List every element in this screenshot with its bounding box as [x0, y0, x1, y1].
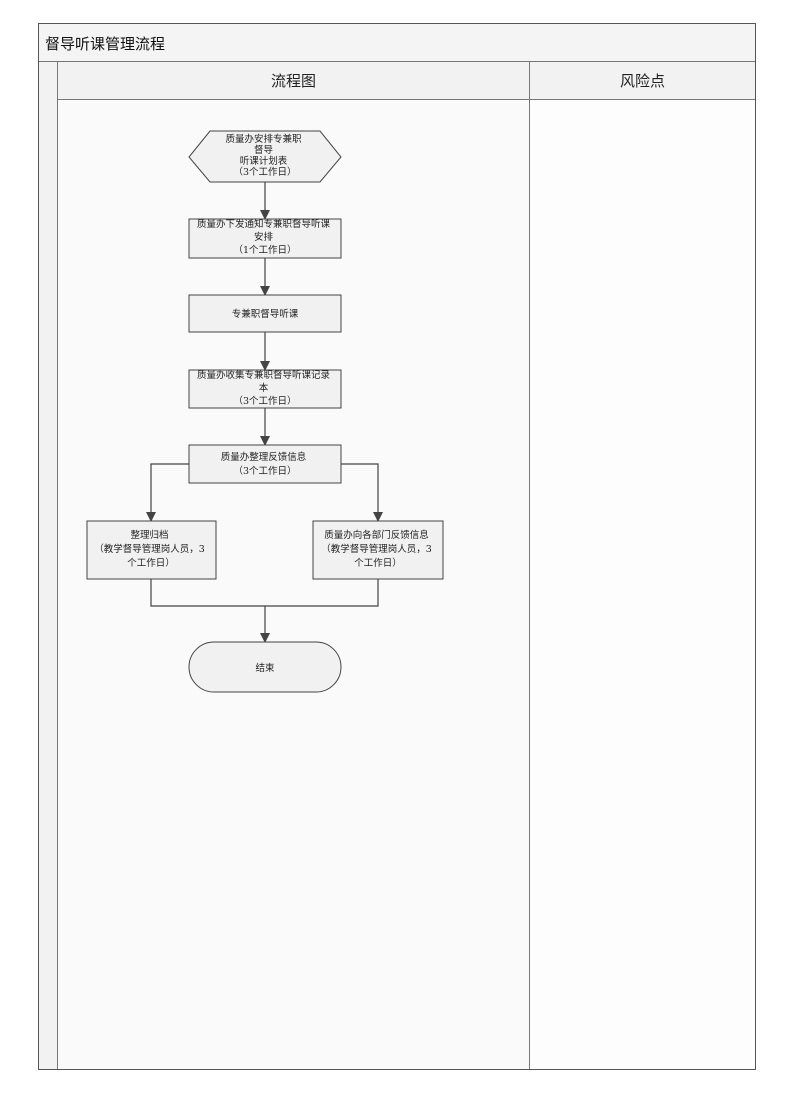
swimlane-frame: 督导听课管理流程 流程图 风险点 — [38, 23, 756, 1070]
node-collect-line-2: 本 — [259, 382, 269, 394]
column-header-flowchart: 流程图 — [58, 62, 530, 100]
node-start-line-2: 督导 — [254, 144, 273, 156]
node-start-line-1: 质量办安排专兼职 — [225, 133, 302, 145]
svg-text:质量办收集专兼职督导听课记录 本 （: 质量办收集专兼职督导听课记录 本 （3个工作日） — [197, 369, 333, 407]
node-organize-line-1: 质量办整理反馈信息 — [221, 451, 307, 463]
connector-archive-merge — [150, 579, 265, 607]
node-archive-line-1: 整理归档 — [130, 529, 168, 541]
svg-text:质量办下发通知专兼职督导听课 安排: 质量办下发通知专兼职督导听课 安排 （1个工作日） — [197, 218, 333, 256]
node-notify-line-2: 安排 — [254, 231, 274, 243]
node-end-line-1: 结束 — [255, 662, 275, 674]
connector-organize-feedback — [341, 463, 383, 522]
node-attend-line-1: 专兼职督导听课 — [232, 308, 299, 320]
node-start: 质量办安排专兼职 督导 听课计划表 （3个工作日） — [188, 130, 342, 183]
node-attend: 专兼职督导听课 — [188, 294, 342, 333]
node-archive-line-2: （教学督导管理岗人员，3 — [94, 543, 205, 555]
title-bar: 督导听课管理流程 — [39, 24, 755, 62]
node-feedback-line-1: 质量办向各部门反馈信息 — [324, 529, 429, 541]
svg-text:质量办安排专兼职 督导 听课计划表: 质量办安排专兼职 督导 听课计划表 （3个工作日） — [225, 133, 304, 178]
node-feedback: 质量办向各部门反馈信息 （教学督导管理岗人员，3 个工作日） — [312, 520, 444, 580]
svg-text:整理归档 （教学督导管理岗人员，3: 整理归档 （教学督导管理岗人员，3 个工作日） — [94, 529, 208, 569]
svg-text:专兼职督导听课: 专兼职督导听课 — [232, 308, 299, 320]
node-feedback-line-2: （教学督导管理岗人员，3 — [321, 543, 432, 555]
node-start-line-4: （3个工作日） — [233, 166, 296, 178]
node-notify-line-3: （1个工作日） — [233, 244, 296, 256]
svg-text:质量办整理反馈信息 （3个工作日）: 质量办整理反馈信息 （3个工作日） — [221, 451, 310, 477]
node-collect-line-3: （3个工作日） — [233, 395, 296, 407]
node-archive-line-3: 个工作日） — [127, 557, 175, 569]
lane-flowchart — [58, 100, 530, 1069]
column-header-risk: 风险点 — [530, 62, 755, 100]
node-notify: 质量办下发通知专兼职督导听课 安排 （1个工作日） — [188, 218, 342, 259]
connector-feedback-merge — [265, 579, 379, 607]
node-start-line-3: 听课计划表 — [240, 155, 288, 167]
page-title: 督导听课管理流程 — [45, 35, 166, 53]
svg-text:质量办向各部门反馈信息 （教学督导管理岗人员，3: 质量办向各部门反馈信息 （教学督导管理岗人员，3 个工作日） — [321, 529, 435, 569]
node-archive: 整理归档 （教学督导管理岗人员，3 个工作日） — [86, 520, 217, 580]
node-collect: 质量办收集专兼职督导听课记录 本 （3个工作日） — [188, 369, 342, 409]
node-organize: 质量办整理反馈信息 （3个工作日） — [188, 444, 342, 484]
connector-organize-archive — [146, 463, 189, 522]
node-notify-line-1: 质量办下发通知专兼职督导听课 — [197, 218, 331, 230]
lane-label-strip — [39, 62, 58, 1069]
node-collect-line-1: 质量办收集专兼职督导听课记录 — [197, 369, 331, 381]
node-organize-line-2: （3个工作日） — [233, 465, 296, 477]
node-feedback-line-3: 个工作日） — [354, 557, 402, 569]
node-end: 结束 — [188, 641, 342, 693]
svg-text:结束: 结束 — [255, 662, 275, 674]
lane-risk — [530, 100, 755, 1069]
